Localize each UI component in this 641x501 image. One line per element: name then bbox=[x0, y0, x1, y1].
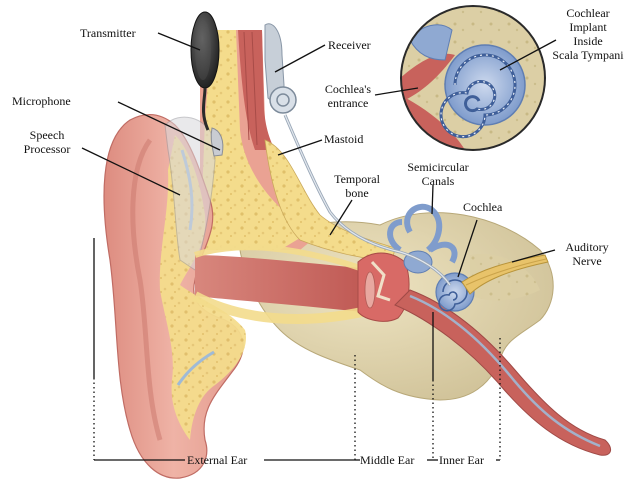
label-cochlear-implant: Cochlear Implant Inside Scala Tympani bbox=[540, 6, 636, 62]
region-external-ear: External Ear bbox=[187, 453, 247, 467]
label-cochleas-entrance: Cochlea's entrance bbox=[316, 82, 380, 110]
region-middle-ear: Middle Ear bbox=[360, 453, 414, 467]
inset-magnified-cochlea bbox=[398, 5, 550, 160]
label-receiver: Receiver bbox=[328, 38, 371, 52]
label-auditory-nerve: Auditory Nerve bbox=[552, 240, 622, 268]
label-transmitter: Transmitter bbox=[80, 26, 136, 40]
label-temporal-bone: Temporal bone bbox=[326, 172, 388, 200]
label-microphone: Microphone bbox=[12, 94, 71, 108]
label-cochlea: Cochlea bbox=[463, 200, 502, 214]
region-inner-ear: Inner Ear bbox=[439, 453, 484, 467]
label-semicircular-canals: Semicircular Canals bbox=[398, 160, 478, 188]
label-mastoid: Mastoid bbox=[324, 132, 363, 146]
label-speech-processor: Speech Processor bbox=[12, 128, 82, 156]
